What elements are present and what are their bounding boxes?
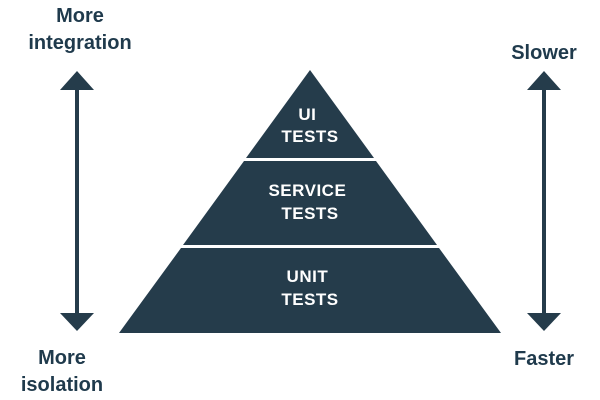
unit-tier-label: UNIT TESTS: [281, 267, 338, 309]
slower-label: Slower: [494, 40, 594, 67]
pyramid: UI TESTS SERVICE TESTS UNIT TESTS: [119, 70, 501, 333]
more-integration-line-1: More: [56, 5, 104, 27]
left-arrow-head-up: [60, 71, 94, 90]
pyramid-tier-service: [183, 161, 437, 245]
service-tier-line-1: SERVICE: [268, 181, 346, 200]
more-isolation-label: More isolation: [2, 345, 122, 399]
faster-text: Faster: [513, 348, 575, 370]
slower-text: Slower: [511, 42, 577, 64]
more-isolation-line-2: isolation: [20, 374, 104, 396]
right-arrow-head-up: [527, 71, 561, 90]
ui-tier-line-1: UI: [298, 105, 316, 124]
more-integration-label: More integration: [10, 3, 150, 57]
right-double-arrow: [527, 71, 561, 331]
pyramid-tier-ui: [246, 70, 374, 158]
ui-tier-label: UI TESTS: [281, 105, 338, 146]
unit-tier-line-2: TESTS: [281, 290, 338, 309]
service-tier-label: SERVICE TESTS: [268, 181, 351, 223]
more-integration-line-2: integration: [28, 32, 132, 54]
left-arrow-head-down: [60, 313, 94, 331]
service-tier-line-2: TESTS: [281, 204, 338, 223]
unit-tier-line-1: UNIT: [287, 267, 329, 286]
more-isolation-line-1: More: [38, 347, 86, 369]
faster-label: Faster: [494, 346, 594, 373]
ui-tier-line-2: TESTS: [281, 127, 338, 146]
right-arrow-head-down: [527, 313, 561, 331]
left-double-arrow: [60, 71, 94, 331]
pyramid-tier-unit: [119, 248, 501, 333]
